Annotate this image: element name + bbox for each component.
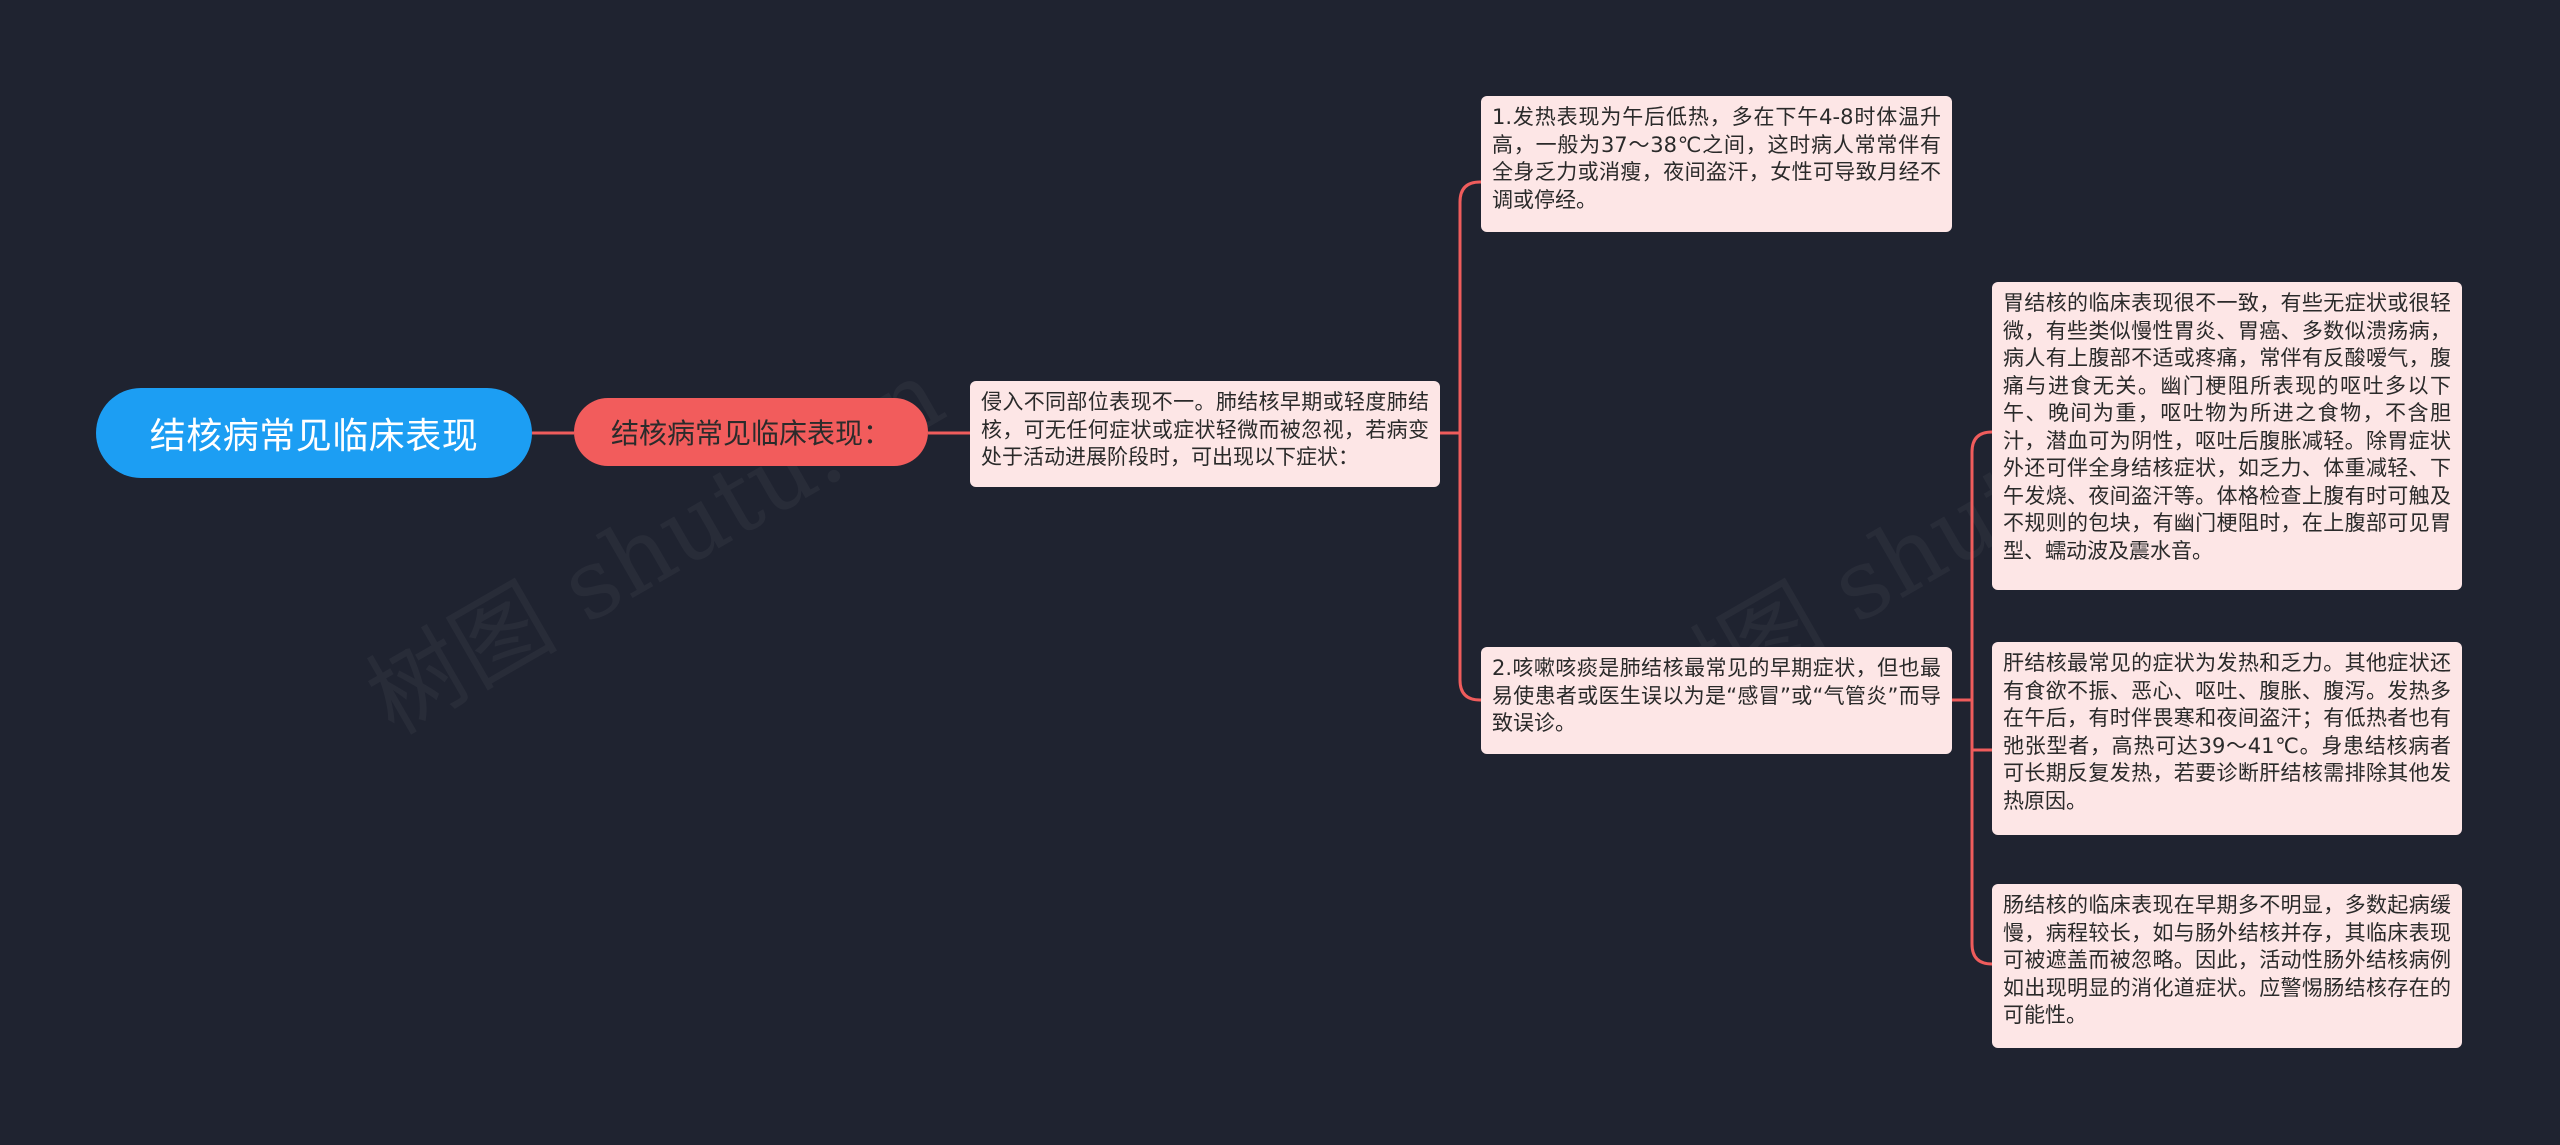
branch-node[interactable]: 结核病常见临床表现： xyxy=(574,398,928,466)
symptom-cough-node[interactable]: 2.咳嗽咳痰是肺结核最常见的早期症状，但也最易使患者或医生误以为是“感冒”或“气… xyxy=(1481,647,1952,754)
root-node[interactable]: 结核病常见临床表现 xyxy=(96,388,532,478)
branch-label: 结核病常见临床表现： xyxy=(610,417,891,450)
connector-symptom2-details xyxy=(1952,430,1993,966)
detail-stomach-text: 胃结核的临床表现很不一致，有些无症状或很轻微，有些类似慢性胃炎、胃癌、多数似溃疡… xyxy=(2003,291,2451,563)
symptom-cough-text: 2.咳嗽咳痰是肺结核最常见的早期症状，但也最易使患者或医生误以为是“感冒”或“气… xyxy=(1492,656,1941,735)
detail-stomach-node[interactable]: 胃结核的临床表现很不一致，有些无症状或很轻微，有些类似慢性胃炎、胃癌、多数似溃疡… xyxy=(1992,282,2462,590)
connector-intro-symptoms xyxy=(1440,180,1481,702)
intro-text: 侵入不同部位表现不一。肺结核早期或轻度肺结核，可无任何症状或症状轻微而被忽视，若… xyxy=(981,390,1429,469)
detail-liver-node[interactable]: 肝结核最常见的症状为发热和乏力。其他症状还有食欲不振、恶心、呕吐、腹胀、腹泻。发… xyxy=(1992,642,2462,835)
symptom-fever-node[interactable]: 1.发热表现为午后低热，多在下午4-8时体温升高，一般为37～38℃之间，这时病… xyxy=(1481,96,1952,232)
detail-liver-text: 肝结核最常见的症状为发热和乏力。其他症状还有食欲不振、恶心、呕吐、腹胀、腹泻。发… xyxy=(2003,651,2451,813)
intro-node[interactable]: 侵入不同部位表现不一。肺结核早期或轻度肺结核，可无任何症状或症状轻微而被忽视，若… xyxy=(970,381,1440,487)
root-label: 结核病常见临床表现 xyxy=(149,416,479,457)
detail-intestine-text: 肠结核的临床表现在早期多不明显，多数起病缓慢，病程较长，如与肠外结核并存，其临床… xyxy=(2003,893,2451,1027)
symptom-fever-text: 1.发热表现为午后低热，多在下午4-8时体温升高，一般为37～38℃之间，这时病… xyxy=(1492,105,1941,212)
detail-intestine-node[interactable]: 肠结核的临床表现在早期多不明显，多数起病缓慢，病程较长，如与肠外结核并存，其临床… xyxy=(1992,884,2462,1048)
